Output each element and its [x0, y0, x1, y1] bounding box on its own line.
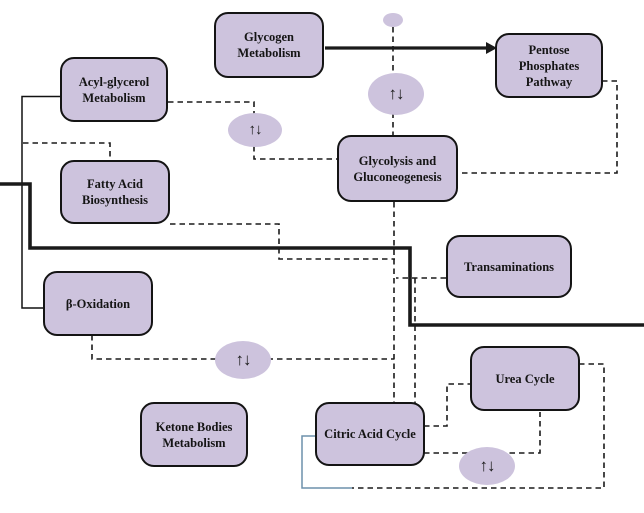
node-label: Glycolysis and Gluconeogenesis	[353, 153, 442, 184]
node-pentose-phosphates-pathway[interactable]: Pentose Phosphates Pathway	[495, 33, 603, 98]
connector-acyl-to-beta-oxidation	[21, 95, 60, 309]
exchange-indicator-acyl-glycolysis[interactable]: ↑↓	[228, 113, 282, 147]
exchange-indicator-beta-oxidation[interactable]: ↑↓	[215, 341, 271, 379]
node-fatty-acid-biosynthesis[interactable]: Fatty Acid Biosynthesis	[60, 160, 170, 224]
connector-exchange-to-glycolysis	[253, 146, 338, 160]
exchange-indicator-glycogen-glycolysis[interactable]: ↑↓	[368, 73, 424, 115]
node-label: Fatty Acid Biosynthesis	[82, 177, 148, 207]
node-glycogen-metabolism[interactable]: Glycogen Metabolism	[214, 12, 324, 78]
node-label: Transaminations	[463, 259, 555, 274]
node-acyl-glycerol-metabolism[interactable]: Acyl-glycerol Metabolism	[60, 57, 168, 122]
connector-thick-step-line	[0, 182, 644, 327]
node-urea-cycle[interactable]: Urea Cycle	[470, 346, 580, 411]
node-label: Acyl-glycerol Metabolism	[78, 74, 150, 105]
connector-acyl-to-exchange	[168, 101, 255, 114]
node-label: Citric Acid Cycle	[324, 427, 416, 441]
node-label: Pentose Phosphates Pathway	[518, 42, 580, 89]
node-label: Ketone Bodies Metabolism	[155, 419, 233, 450]
connector-dot[interactable]	[383, 13, 403, 27]
node-citric-acid-cycle[interactable]: Citric Acid Cycle	[315, 402, 425, 466]
connector-beta-oxidation-to-axis	[91, 335, 394, 360]
connector-citric-to-urea-left	[424, 383, 471, 427]
node-transaminations[interactable]: Transaminations	[446, 235, 572, 298]
node-glycolysis-gluconeogenesis[interactable]: Glycolysis and Gluconeogenesis	[337, 135, 458, 202]
connector-fatty-acid-to-axis	[170, 223, 395, 260]
exchange-indicator-citric-urea[interactable]: ↑↓	[459, 447, 515, 485]
connector-pentose-to-glycolysis	[458, 80, 618, 174]
connector-citric-to-urea-exchange	[424, 412, 541, 454]
connector-glycogen-pentose-arrowhead	[486, 42, 497, 54]
connector-transaminations-to-citric	[396, 277, 446, 403]
node-ketone-bodies-metabolism[interactable]: Ketone Bodies Metabolism	[140, 402, 248, 467]
node-label: β-Oxidation	[65, 296, 131, 311]
node-label: Glycogen Metabolism	[237, 30, 301, 60]
connector-branch-to-fatty-acid	[23, 142, 111, 161]
connector-highlight-blue	[301, 435, 352, 489]
connector-urea-right-loop	[352, 363, 605, 489]
node-label: Urea Cycle	[495, 371, 555, 386]
node-beta-oxidation[interactable]: β-Oxidation	[43, 271, 153, 336]
